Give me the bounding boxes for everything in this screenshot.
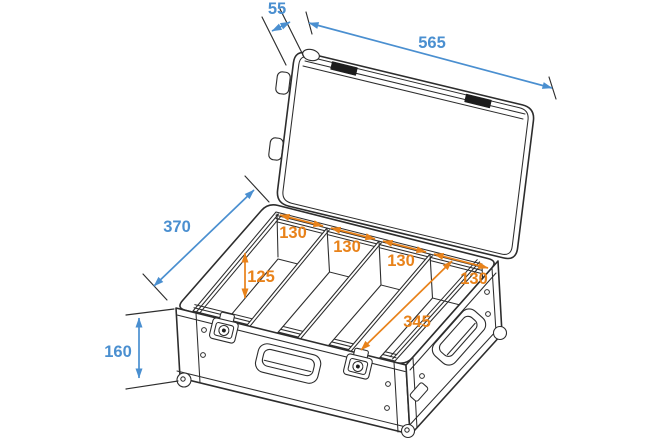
- front-handle: [254, 343, 322, 384]
- dimension-lid-width-565: 565: [305, 11, 557, 100]
- compartment-width-3-label: 130: [387, 252, 415, 270]
- lid-depth-label: 55: [268, 0, 286, 18]
- compartment-width-1-label: 130: [279, 224, 307, 242]
- lid-latch-plate-right: [464, 93, 492, 109]
- dimension-case-depth-370: 370: [142, 175, 270, 301]
- latch-left: [208, 311, 239, 344]
- interior-depth-label: 125: [247, 268, 275, 286]
- lid-outer-shell: [276, 51, 535, 260]
- case-depth-label: 370: [163, 218, 191, 236]
- case-height-label: 160: [104, 343, 132, 361]
- rivets: [200, 289, 491, 411]
- dimension-case-height-160: 160: [104, 308, 179, 390]
- stacking-foot: [409, 382, 429, 402]
- latch-right: [342, 347, 373, 380]
- dimension-compartment-width-2: 130: [330, 226, 376, 256]
- dimension-interior-depth-125: 125: [241, 252, 275, 299]
- compartment-width-4-label: 130: [460, 270, 488, 288]
- dimension-compartment-length-345: 345: [360, 260, 453, 351]
- ball-corners: [176, 325, 508, 439]
- dimension-compartment-width-1: 130: [279, 213, 324, 242]
- lid-hinge-tab-top: [275, 71, 291, 95]
- compartment-width-2-label: 130: [333, 238, 361, 256]
- dimension-lid-depth-55: 55: [261, 0, 305, 66]
- lid-width-label: 565: [418, 34, 446, 52]
- compartment-length-label: 345: [403, 313, 431, 331]
- dimension-compartment-width-4: 130: [433, 252, 489, 288]
- lid-inner-face: [282, 56, 529, 255]
